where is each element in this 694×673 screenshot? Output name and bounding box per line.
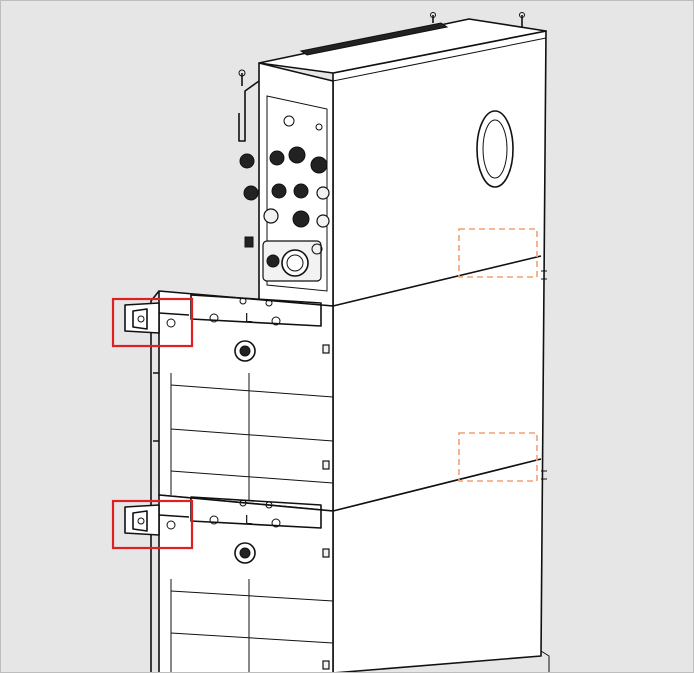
- module-1-side-clip-a: [322, 344, 330, 354]
- side-edge-notches: [540, 270, 550, 672]
- wall-bracket-icon: [124, 504, 190, 536]
- control-left-bracket: [238, 80, 260, 192]
- bolt-1d: [265, 299, 273, 307]
- dashed-box-upper: [458, 228, 538, 278]
- bracket-letter-bottom: L: [245, 512, 252, 527]
- battery-module-2-front: [158, 494, 334, 672]
- terminal-connector-icon: [239, 146, 330, 248]
- highlight-box-lower-bracket: [111, 499, 194, 550]
- screw-c1: [283, 115, 295, 127]
- bolt-2a: [209, 515, 219, 525]
- dashed-box-lower: [458, 432, 538, 482]
- pin-head-c: [238, 69, 246, 77]
- module-2-side-clip-a: [322, 548, 330, 558]
- bolt-2b: [271, 518, 281, 528]
- module-1-left-edge: [150, 290, 160, 672]
- handle-icon: [234, 340, 256, 362]
- handle-icon: [234, 542, 256, 564]
- bolt-1c: [239, 297, 247, 305]
- tower-side-panel: [332, 30, 547, 672]
- pin-head-a: [430, 12, 436, 18]
- bolt-1b: [271, 316, 281, 326]
- module-2-panels: [170, 579, 334, 672]
- side-round-port-inner: [482, 119, 508, 179]
- side-seam-bottom: [332, 458, 542, 512]
- module-2-side-clip-b: [322, 660, 330, 670]
- wall-bracket-icon: [124, 302, 190, 334]
- module-1-side-clip-b: [322, 460, 330, 470]
- highlight-box-upper-bracket: [111, 297, 194, 348]
- module-1-panels: [170, 373, 334, 501]
- side-round-port: [476, 110, 514, 188]
- screw-c2: [315, 123, 323, 131]
- top-vent-strip: [299, 22, 449, 56]
- bolt-1a: [209, 313, 219, 323]
- side-seam-top: [332, 255, 542, 307]
- bracket-letter-top: L: [245, 310, 252, 325]
- bolt-2d: [265, 501, 273, 509]
- main-cable-connector: [262, 240, 323, 282]
- pin-head-b: [519, 12, 525, 18]
- bolt-2c: [239, 499, 247, 507]
